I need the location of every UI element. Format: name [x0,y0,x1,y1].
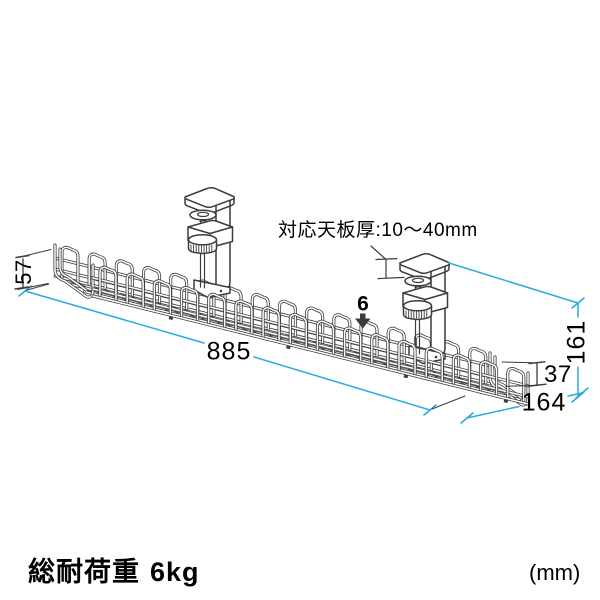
dim-end-height-label: 57 [11,259,36,285]
dim-depth-label: 164 [521,388,567,417]
dim-front-height-label: 37 [544,361,572,388]
load-capacity-value: 6kg [150,557,200,587]
dim-total-height-label: 161 [562,319,591,365]
dim-length-label: 885 [206,337,252,366]
load-capacity-label: 総耐荷重 [28,557,140,587]
desk-thickness-annotation: 対応天板厚:10〜40mm [278,220,478,241]
wire-pitch-label: 6 [357,292,369,316]
unit-label: (mm) [529,560,581,585]
